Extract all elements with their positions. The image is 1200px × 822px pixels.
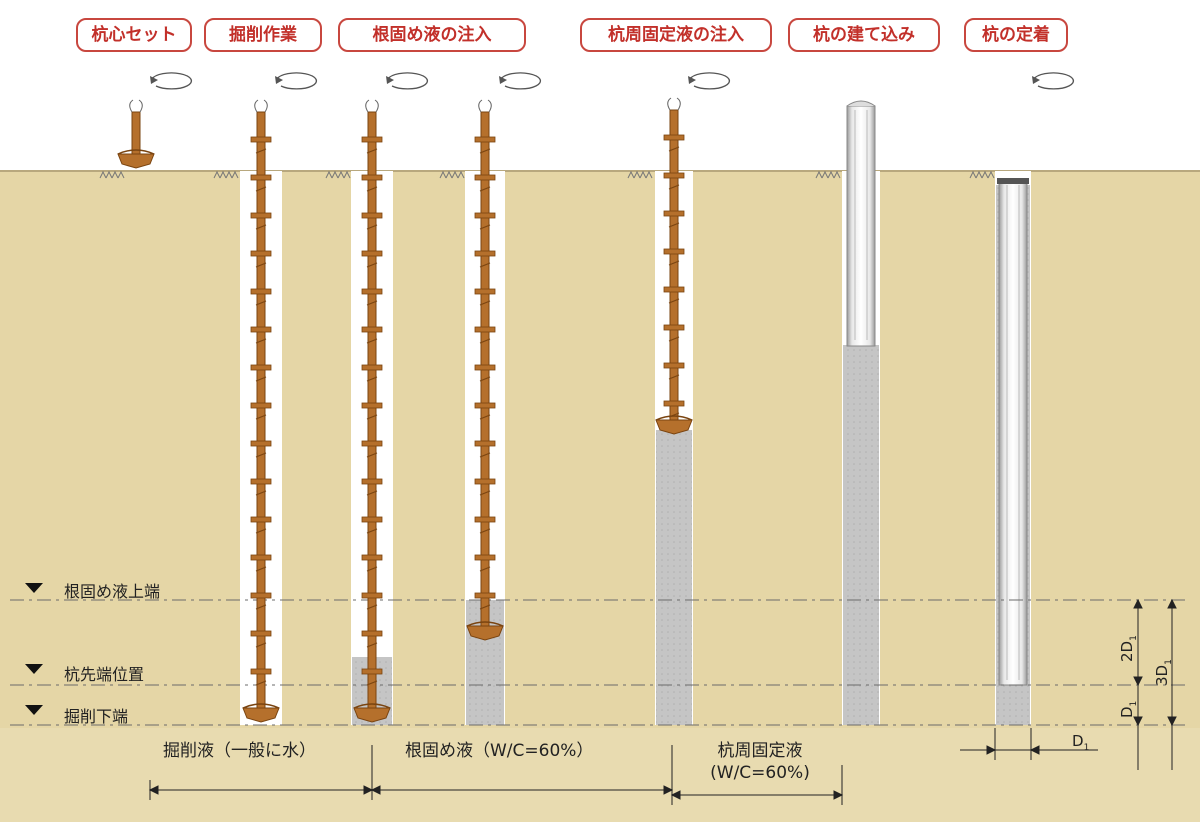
auger-col1 (117, 99, 155, 169)
grout-col5 (656, 430, 692, 725)
ground-stake-icon (627, 170, 653, 179)
soil-bottom-band (0, 728, 1200, 822)
rotation-arrow-icon (1032, 72, 1075, 90)
step-label-pile-insertion: 杭の建て込み (788, 18, 940, 52)
level-lines (10, 599, 1190, 726)
grout-col6 (843, 345, 879, 725)
step-label-root-grout-injection: 根固め液の注入 (338, 18, 526, 52)
augers (99, 97, 995, 723)
rotation-arrows (150, 72, 1075, 90)
rotation-arrow-icon (499, 72, 542, 90)
pile-col6 (846, 100, 876, 347)
auger-col3 (353, 99, 391, 723)
dim-label-diameter: D1 (1072, 732, 1090, 753)
ground-stake-icon (815, 170, 841, 179)
rotation-arrow-icon (275, 72, 318, 90)
step-label-pile-center-set: 杭心セット (76, 18, 192, 52)
ground-stake-icon (99, 170, 125, 179)
pile-col7 (997, 178, 1029, 686)
zone-label-drilling-fluid: 掘削液（一般に水） (163, 741, 316, 761)
dim-label-2d: 2D1 (1118, 635, 1139, 662)
zone-label-root-grout: 根固め液（W/C=60%） (405, 741, 594, 761)
step-label-pile-grout-injection: 杭周固定液の注入 (580, 18, 772, 52)
zone-label-pile-grout-line2: (W/C=60%) (710, 763, 810, 783)
ground-stake-icon (213, 170, 239, 179)
level-label-grout-top: 根固め液上端 (64, 582, 161, 601)
ground-stake-icon (325, 170, 351, 179)
dim-label-1d: D1 (1118, 700, 1139, 718)
pile-body (998, 179, 1028, 686)
pile-body (846, 105, 876, 347)
level-label-pile-tip: 杭先端位置 (64, 665, 145, 684)
marker-triangle-pile-tip (25, 664, 43, 674)
level-label-excavation-bottom: 掘削下端 (64, 707, 129, 726)
depth-dimension-lines (960, 598, 1177, 770)
ground-stake-icon (969, 170, 995, 179)
rotation-arrow-icon (386, 72, 429, 90)
zone-label-pile-grout-line1: 杭周固定液 (717, 741, 803, 761)
auger-col2 (242, 99, 280, 723)
auger-col4 (466, 99, 504, 641)
auger-col5 (655, 97, 693, 435)
rotation-arrow-icon (150, 72, 193, 90)
ground-stake-icon (439, 170, 465, 179)
rotation-arrow-icon (688, 72, 731, 90)
step-label-excavation: 掘削作業 (204, 18, 322, 52)
marker-triangle-grout-top (25, 583, 43, 593)
dim-label-3d: 3D1 (1153, 659, 1174, 686)
zone-dimension-lines (148, 745, 844, 805)
zone-label-pile-grout: 杭周固定液 (W/C=60%) (685, 740, 835, 784)
step-label-pile-settling: 杭の定着 (964, 18, 1068, 52)
marker-triangle-excavation-bottom (25, 705, 43, 715)
